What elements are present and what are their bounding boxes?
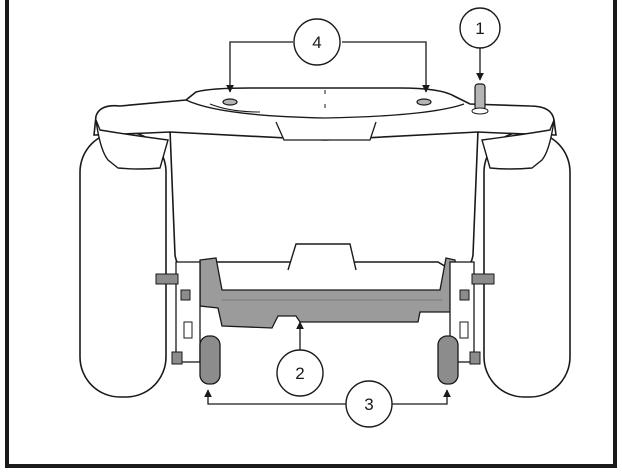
callout-1-label: 1	[475, 19, 484, 38]
callout-3-leader	[204, 389, 451, 405]
callout-3: 3	[345, 380, 393, 428]
left-wheel	[79, 131, 167, 398]
right-bracket	[449, 261, 495, 365]
callout-2-label: 2	[295, 364, 304, 383]
roller-right	[437, 335, 459, 385]
body-shell	[169, 129, 479, 271]
release-pin	[471, 83, 489, 115]
mount-hole-right	[416, 98, 432, 106]
roller-left	[199, 335, 221, 385]
callout-4-leader	[226, 41, 430, 93]
callout-2: 2	[276, 349, 324, 397]
callout-1: 1	[459, 7, 501, 49]
callout-4: 4	[293, 18, 341, 66]
top-shroud	[93, 87, 557, 170]
callout-4-label: 4	[312, 33, 321, 52]
mount-hole-left	[222, 98, 238, 106]
figure-border	[5, 0, 617, 468]
right-wheel	[483, 131, 571, 398]
left-bracket	[155, 261, 201, 365]
cross-axle	[199, 257, 459, 329]
callout-3-label: 3	[364, 395, 373, 414]
